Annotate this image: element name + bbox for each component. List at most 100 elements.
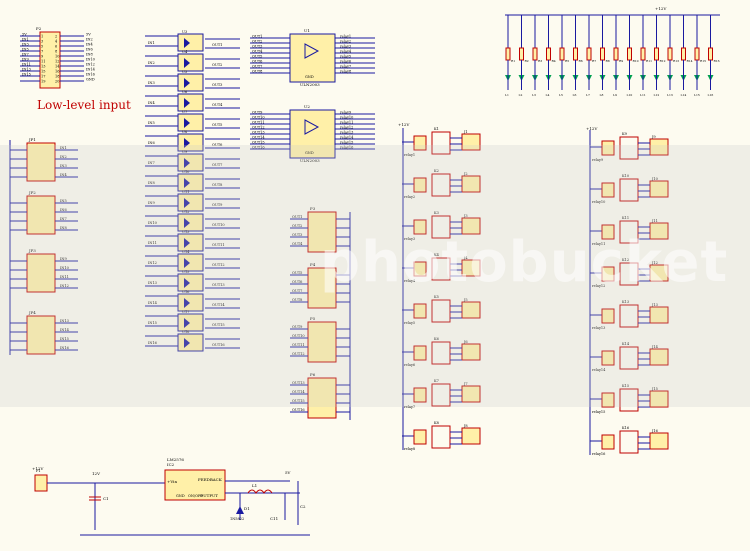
relay-left-label: relay3 — [404, 237, 415, 241]
led-resistor-ref: R2 — [525, 59, 529, 63]
uln-in-label: OUT8 — [252, 70, 262, 74]
relay-right-label: relay13 — [592, 326, 605, 330]
uln-in-label: OUT1 — [252, 35, 262, 39]
relay-vcc-right: +12V — [586, 126, 597, 131]
opto-ref: U5 — [182, 70, 187, 74]
uln-relay-label: relay3 — [340, 45, 351, 49]
led-resistor-ref: R5 — [565, 59, 569, 63]
relay-terminal — [461, 217, 481, 235]
relay-right-label: relay16 — [592, 452, 605, 456]
uln-ref: U2 — [304, 104, 310, 109]
relay-ref: K7 — [434, 379, 439, 383]
p2-net-right: IN2 — [86, 38, 93, 42]
uln-in-label: OUT15 — [252, 141, 265, 145]
p2-pin-number: 11 — [41, 60, 45, 64]
opto-ref: U9 — [182, 150, 187, 154]
optocoupler — [177, 153, 204, 172]
uln-in-label: OUT2 — [252, 40, 262, 44]
relay-ref: K10 — [622, 174, 629, 178]
uln-in-label: OUT7 — [252, 65, 262, 69]
p2-pin-number: 2 — [55, 35, 57, 39]
led-resistor — [505, 47, 511, 61]
led-ref: L13 — [667, 93, 673, 97]
opto-in-label: IN14 — [148, 301, 158, 305]
relay-ref: K5 — [434, 295, 439, 299]
opto-in-label: IN7 — [148, 161, 155, 165]
opto-out-label: OUT1 — [212, 43, 222, 47]
led-ref: L2 — [519, 93, 523, 97]
led-resistor-ref: R10 — [633, 59, 639, 63]
relay-coil — [601, 308, 615, 324]
relay-switch — [431, 299, 451, 323]
relay-ref: K1 — [434, 127, 439, 131]
jp-connector — [26, 195, 56, 235]
relay-ref: K11 — [622, 216, 629, 220]
led-resistor — [708, 47, 713, 61]
relay-coil — [601, 140, 615, 156]
lm2576-chip — [164, 469, 226, 501]
led-resistor — [586, 47, 592, 61]
relay-terminal-ref: J8 — [463, 424, 468, 428]
relay-left-label: relay2 — [404, 195, 415, 199]
opto-led — [184, 98, 190, 108]
p-connector — [307, 321, 337, 363]
jp-net-label: IN9 — [60, 257, 67, 261]
p2-net-right: 5V — [86, 33, 91, 37]
optocoupler — [177, 113, 204, 132]
relay-terminal-ref: J9 — [651, 135, 656, 139]
p-connector-net: OUT6 — [292, 280, 302, 284]
opto-out-label: OUT3 — [212, 83, 222, 87]
p2-pin-number: 7 — [41, 50, 43, 54]
opto-led — [184, 58, 190, 68]
p-connector-net: OUT9 — [292, 325, 302, 329]
optocoupler — [177, 73, 204, 92]
led-resistor — [654, 47, 659, 61]
relay-coil — [601, 224, 615, 240]
opto-out-label: OUT6 — [212, 143, 222, 147]
uln-gnd: GND — [305, 151, 314, 155]
p2-pin-number: 4 — [55, 40, 58, 44]
relay-right-label: relay14 — [592, 368, 606, 372]
opto-ref: U4 — [182, 50, 188, 54]
relay-switch — [619, 430, 639, 454]
opto-in-label: IN10 — [148, 221, 157, 225]
led-resistor-ref: R4 — [552, 59, 556, 63]
optocoupler — [177, 233, 204, 252]
optocoupler — [177, 173, 204, 192]
opto-in-label: IN6 — [148, 141, 155, 145]
relay-terminal — [649, 138, 669, 156]
jp-net-label: IN10 — [60, 266, 69, 270]
p-connector-net: OUT16 — [292, 408, 305, 412]
led-resistor-ref: R6 — [579, 59, 583, 63]
optocoupler — [177, 93, 204, 112]
led-ref: L8 — [600, 93, 604, 97]
p2-pin-number: 10 — [55, 55, 59, 59]
p2-net-right: IN6 — [86, 48, 93, 52]
uln-in-label: OUT14 — [252, 136, 265, 140]
uln-relay-label: relay6 — [340, 60, 351, 64]
p2-header — [39, 31, 61, 89]
p-connector-label: P6 — [310, 372, 316, 377]
relay-terminal-ref: J6 — [463, 340, 468, 344]
jp-net-label: IN8 — [60, 226, 67, 230]
led-ref: L3 — [532, 93, 536, 97]
p2-net-left: IN7 — [22, 53, 29, 57]
uln-relay-label: relay5 — [340, 55, 351, 59]
relay-ref: K12 — [622, 258, 629, 262]
relay-switch — [619, 346, 639, 370]
jp-net-label: IN13 — [60, 319, 69, 323]
opto-out-label: OUT10 — [212, 223, 225, 227]
led-vcc: +12V — [655, 6, 666, 11]
p-connector-net: OUT5 — [292, 271, 302, 275]
relay-vcc-left: +12V — [398, 122, 409, 127]
p2-net-left: IN1 — [22, 38, 29, 42]
p2-pin-number: 6 — [55, 45, 57, 49]
relay-terminal-ref: J3 — [463, 214, 468, 218]
relay-coil — [413, 345, 427, 361]
relay-ref: K15 — [622, 384, 629, 388]
p1-ref: P1 — [36, 469, 41, 473]
led-ref: L12 — [654, 93, 660, 97]
uln-in-label: OUT10 — [252, 116, 265, 120]
relay-terminal-ref: J7 — [463, 382, 468, 386]
